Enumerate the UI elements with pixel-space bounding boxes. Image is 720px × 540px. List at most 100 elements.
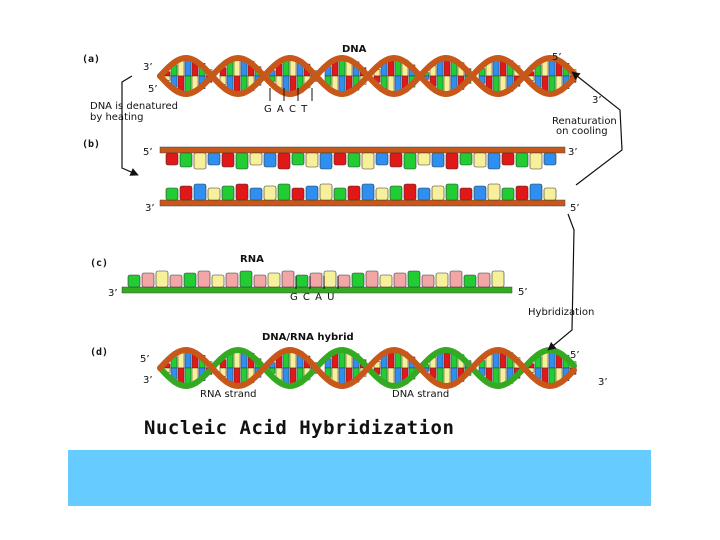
end-label-a-5-right: 5’ [552,52,562,63]
base [235,152,249,170]
base [445,152,459,170]
base [375,187,389,201]
base-pointers-a [269,88,313,101]
base [305,152,319,168]
base [197,270,211,288]
base [281,270,295,288]
base [407,270,421,288]
base [543,152,557,166]
hybrid-label: DNA/RNA hybrid [262,332,354,343]
end-label-d-5-right: 5’ [570,350,580,361]
rna-single-strand [121,270,513,294]
base [239,270,253,288]
base [249,152,263,166]
dna-double-helix [157,54,577,98]
base [221,152,235,168]
end-label-b-5-right: 5’ [570,203,580,214]
base [319,152,333,170]
end-label-a-5-left: 5’ [148,84,158,95]
renaturation-label-line1: Renaturation [552,116,617,127]
figure-title: Nucleic Acid Hybridization [144,417,454,439]
base [277,152,291,170]
base [263,185,277,201]
base [319,183,333,201]
rna-label: RNA [240,254,264,265]
base [361,183,375,201]
base [529,152,543,170]
dna-strand-label: DNA strand [392,389,449,400]
base [389,152,403,168]
dna-rna-hybrid-helix [157,346,577,390]
base [351,272,365,288]
base [179,185,193,201]
denatured-label-line2: by heating [90,112,143,123]
base [253,274,267,288]
base [347,185,361,201]
base [445,183,459,201]
base [449,270,463,288]
base [295,274,309,288]
base [235,183,249,201]
end-label-d-5-left: 5’ [140,354,150,365]
base [459,187,473,201]
base [309,272,323,288]
base [141,272,155,288]
renature-arrow [571,71,623,186]
base [487,152,501,170]
base [249,187,263,201]
base [431,152,445,168]
base [211,274,225,288]
base [291,187,305,201]
base [127,274,141,288]
base [501,187,515,201]
end-label-b-3-left: 3’ [145,203,155,214]
base [193,152,207,170]
base [337,274,351,288]
end-label-b-3-right: 3’ [568,147,578,158]
backbone-strand [157,54,577,98]
base [501,152,515,166]
base [165,187,179,201]
rna-strand-label: RNA strand [200,389,257,400]
dna-single-strand-top [159,146,566,170]
base [333,152,347,166]
base [183,272,197,288]
base [277,183,291,201]
base [207,187,221,201]
base [365,270,379,288]
base [403,152,417,170]
end-label-d-3-left: 3’ [143,375,153,386]
backbone-strand [159,146,566,154]
end-label-c-3: 3’ [108,288,118,299]
base [529,183,543,201]
denatured-label-line1: DNA is denatured [90,101,178,112]
base [421,274,435,288]
base [463,274,477,288]
base [333,187,347,201]
base [417,187,431,201]
dna-label: DNA [342,44,367,55]
denature-arrow [121,75,139,176]
base [515,185,529,201]
base [193,183,207,201]
base [291,152,305,166]
base [491,270,505,288]
base [207,152,221,166]
base [165,152,179,166]
base [267,272,281,288]
base [515,152,529,168]
bases-label-c: G C A U [290,292,335,303]
panel-label-d: (d) [90,347,108,358]
base [473,185,487,201]
hybridization-label: Hybridization [528,307,594,318]
base [347,152,361,168]
end-label-c-5: 5’ [518,287,528,298]
base [543,187,557,201]
hybridization-arrow [547,213,575,351]
base [389,185,403,201]
panel-label-c: (c) [90,258,108,269]
caption-band [68,450,651,506]
backbone-strand [159,199,566,207]
base [379,274,393,288]
